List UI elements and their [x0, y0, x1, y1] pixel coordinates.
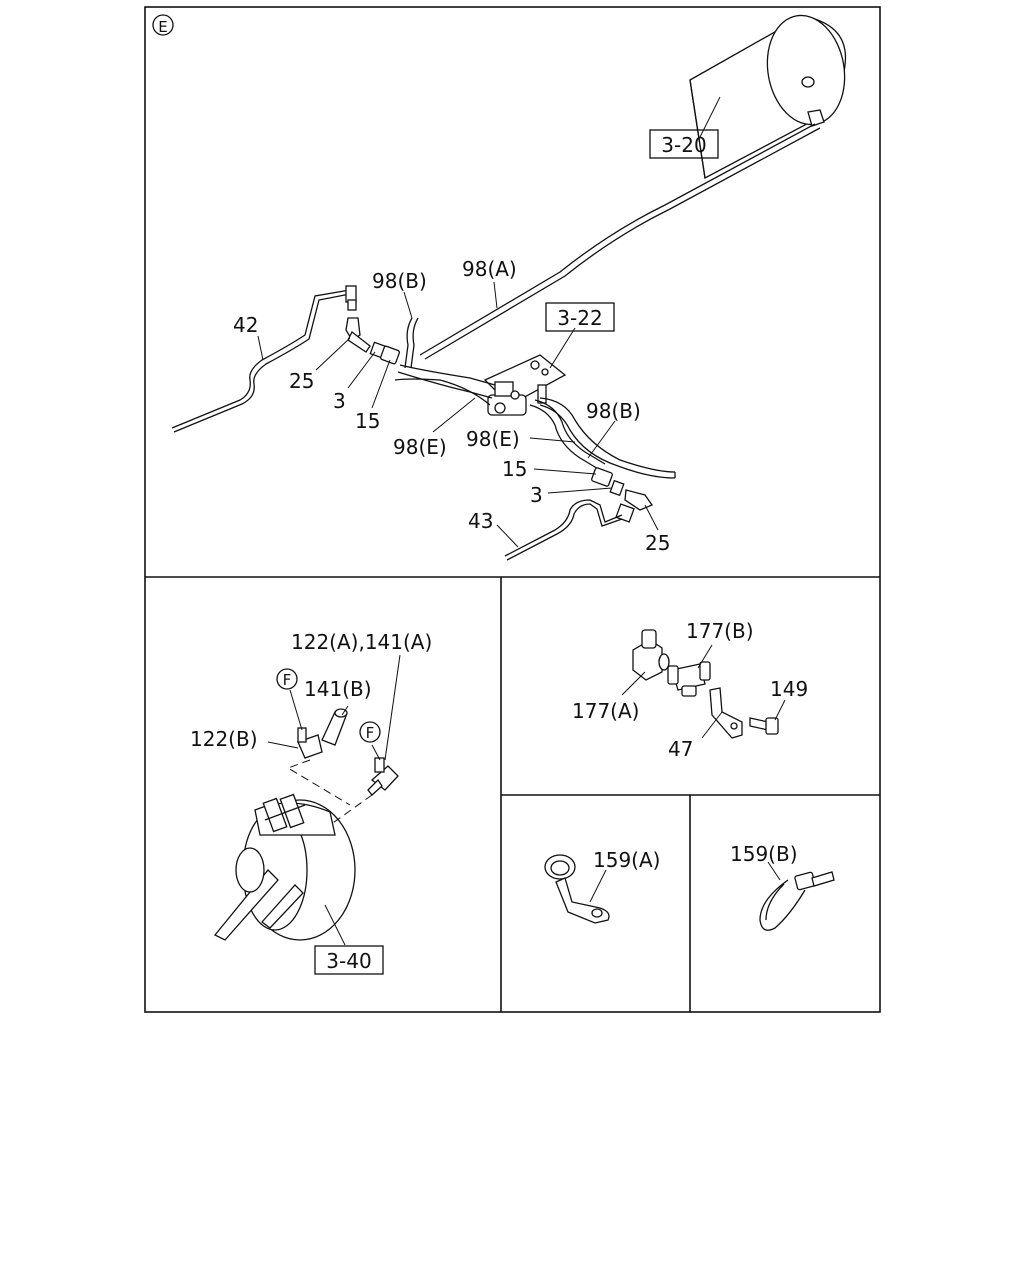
- svg-text:3-40: 3-40: [326, 949, 371, 973]
- pipe-98b-right: [539, 397, 676, 479]
- bolt-149: [749, 717, 779, 735]
- pipe-43: [504, 499, 623, 561]
- ref-box-3-40: 3-40: [314, 945, 384, 975]
- clamp-159a: [544, 854, 610, 924]
- brake-chamber: [213, 793, 356, 941]
- svg-text:159(A): 159(A): [593, 848, 660, 872]
- pipe-98a: [419, 123, 821, 360]
- marker-f-1: F: [276, 668, 298, 690]
- pipe-98b-top: [404, 317, 419, 369]
- svg-text:3-20: 3-20: [661, 133, 706, 157]
- svg-text:177(B): 177(B): [686, 619, 754, 643]
- svg-text:25: 25: [645, 531, 670, 555]
- elbow-177a: [632, 629, 670, 681]
- pipe-98e-right: [529, 399, 606, 471]
- svg-text:98(E): 98(E): [393, 435, 447, 459]
- relay-valve: [483, 354, 567, 416]
- pipe-42: [171, 285, 357, 433]
- svg-text:98(B): 98(B): [586, 399, 641, 423]
- fitting-122b: [297, 727, 323, 759]
- fitting-141b: [321, 708, 348, 746]
- svg-text:98(A): 98(A): [462, 257, 517, 281]
- fittings-left: [345, 317, 400, 365]
- svg-text:149: 149: [770, 677, 808, 701]
- svg-text:3: 3: [333, 389, 346, 413]
- svg-text:E: E: [158, 18, 167, 36]
- top-leaders: [257, 96, 721, 548]
- pipe-98e-left: [394, 364, 496, 406]
- svg-text:F: F: [366, 724, 375, 742]
- mid-right-labels: 177(B) 177(A) 149 47: [572, 619, 808, 761]
- svg-text:159(B): 159(B): [730, 842, 798, 866]
- mid-right-leaders: [621, 644, 786, 739]
- diagram-frames: [144, 6, 881, 1013]
- fitting-122a-141a: [367, 757, 399, 796]
- svg-text:43: 43: [468, 509, 493, 533]
- svg-text:F: F: [283, 671, 292, 689]
- svg-text:141(B): 141(B): [304, 677, 372, 701]
- top-panel-labels: 98(A) 98(B) 42 25 3 15 98(E) 98(E) 98(B)…: [233, 257, 670, 555]
- svg-text:98(B): 98(B): [372, 269, 427, 293]
- lower-left-leaders: [267, 654, 401, 946]
- fittings-right: [591, 467, 653, 523]
- svg-text:122(B): 122(B): [190, 727, 258, 751]
- svg-text:42: 42: [233, 313, 258, 337]
- bottom-leaders: [589, 861, 781, 903]
- bottom-labels: 159(A) 159(B): [593, 842, 798, 872]
- svg-text:98(E): 98(E): [466, 427, 520, 451]
- svg-text:15: 15: [502, 457, 527, 481]
- svg-text:25: 25: [289, 369, 314, 393]
- lower-left-labels: 122(A),141(A) 141(B) 122(B): [190, 630, 432, 751]
- bracket-47: [709, 687, 743, 739]
- ref-box-3-22: 3-22: [545, 302, 615, 332]
- svg-text:3: 3: [530, 483, 543, 507]
- tee-177b: [667, 661, 711, 697]
- svg-text:177(A): 177(A): [572, 699, 639, 723]
- marker-f-2: F: [359, 721, 381, 743]
- svg-text:3-22: 3-22: [557, 306, 602, 330]
- section-marker: E: [152, 14, 174, 36]
- svg-text:15: 15: [355, 409, 380, 433]
- ref-box-3-20: 3-20: [649, 129, 719, 159]
- tie-159b: [759, 871, 835, 931]
- air-tank: [689, 14, 847, 180]
- svg-text:122(A),141(A): 122(A),141(A): [291, 630, 432, 654]
- svg-text:47: 47: [668, 737, 693, 761]
